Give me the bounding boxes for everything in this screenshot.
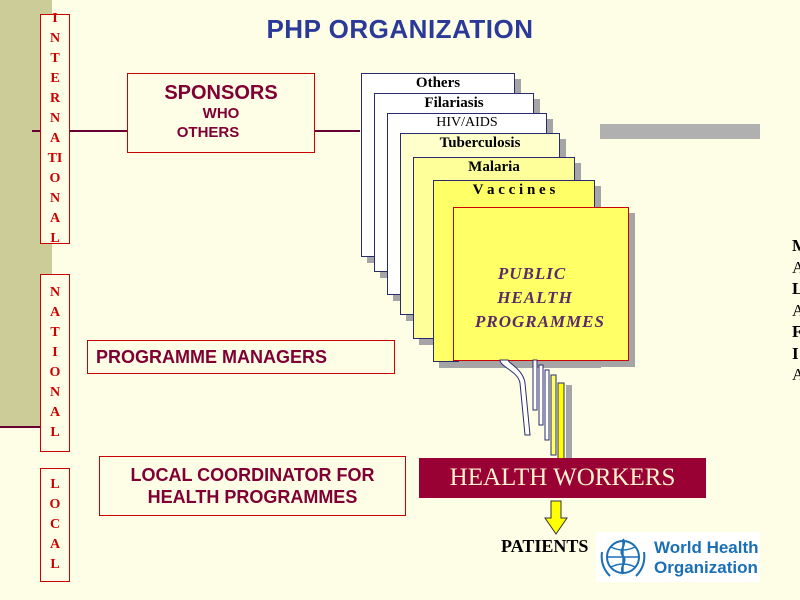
sponsors-who: WHO [202, 105, 240, 122]
who-logo-line2: Organization [654, 558, 758, 577]
side-letter: M [792, 235, 800, 257]
side-letters-column: MALAFIA [792, 235, 800, 386]
local-coordinator-box: LOCAL COORDINATOR FOR HEALTH PROGRAMMES [99, 456, 406, 516]
public-health-programmes-card: PUBLIC HEALTH PROGRAMMES [453, 207, 629, 361]
international-letter: I [52, 11, 58, 26]
local-letter: L [50, 477, 60, 492]
gray-band [600, 124, 760, 139]
side-letter: F [792, 322, 800, 341]
international-letter: TI [47, 151, 63, 166]
card-label: Malaria [468, 159, 520, 175]
public-health-line2: HEALTH [497, 288, 573, 307]
international-letter: A [49, 131, 61, 146]
who-logo: World Health Organization [596, 532, 760, 582]
side-letter: A [792, 257, 800, 277]
side-letter: A [792, 365, 800, 384]
who-logo-line1: World Health [654, 538, 759, 557]
local-coordinator-line1: LOCAL COORDINATOR FOR [130, 465, 375, 485]
international-letter: A [49, 211, 61, 226]
sponsors-heading: SPONSORS [164, 82, 278, 104]
funnel-arrow [544, 369, 550, 441]
health-workers-bar: HEALTH WORKERS [419, 458, 706, 498]
funnel-arrow [532, 359, 538, 411]
public-health-line1: PUBLIC [497, 264, 567, 283]
card-label: V a c c i n e s [472, 182, 556, 198]
national-divider-line [0, 426, 52, 428]
who-emblem-icon [600, 538, 646, 577]
local-letter: L [50, 557, 60, 572]
funnel-arrow [538, 364, 544, 426]
side-letter: L [792, 279, 800, 298]
patients-label: PATIENTS [501, 536, 589, 556]
card-label: Tuberculosis [439, 135, 521, 151]
local-letter: C [49, 517, 61, 532]
international-letter: R [49, 91, 61, 106]
sponsors-box: SPONSORS WHO OTHERS [127, 73, 315, 153]
card-label: Others [415, 75, 461, 91]
public-health-line3: PROGRAMMES [475, 312, 605, 331]
national-letter: I [52, 345, 58, 360]
side-letter: A [792, 300, 800, 320]
international-letter: T [50, 51, 60, 66]
local-letter: A [49, 537, 61, 552]
funnel-arrow [499, 359, 531, 436]
down-arrow-icon [544, 500, 568, 535]
international-letter: O [49, 171, 61, 186]
page-title: PHP ORGANIZATION [266, 14, 534, 44]
national-letter: A [49, 405, 61, 420]
local-coordinator-line2: HEALTH PROGRAMMES [147, 487, 358, 507]
national-letter: N [49, 385, 61, 400]
side-letter: I [792, 343, 799, 363]
programme-managers-label: PROGRAMME MANAGERS [96, 347, 328, 367]
sponsors-others: OTHERS [176, 124, 240, 141]
card-label: Filariasis [424, 95, 484, 111]
international-letter: N [49, 191, 61, 206]
international-letter: N [49, 31, 61, 46]
local-letter: O [49, 497, 61, 512]
international-letter: E [50, 71, 60, 86]
national-letter: L [50, 425, 60, 440]
national-letter: N [49, 285, 61, 300]
national-letter: O [49, 365, 61, 380]
programme-managers-box: PROGRAMME MANAGERS [87, 340, 395, 374]
funnel-arrow [550, 374, 557, 456]
international-letter: N [49, 111, 61, 126]
national-letter: A [49, 305, 61, 320]
funnel-arrow-shadow [566, 385, 572, 465]
international-letter: L [50, 231, 60, 246]
card-label: HIV/AIDS [436, 115, 498, 130]
funnel-arrows [499, 359, 572, 466]
national-letter: T [50, 325, 60, 340]
funnel-arrow [557, 382, 565, 466]
